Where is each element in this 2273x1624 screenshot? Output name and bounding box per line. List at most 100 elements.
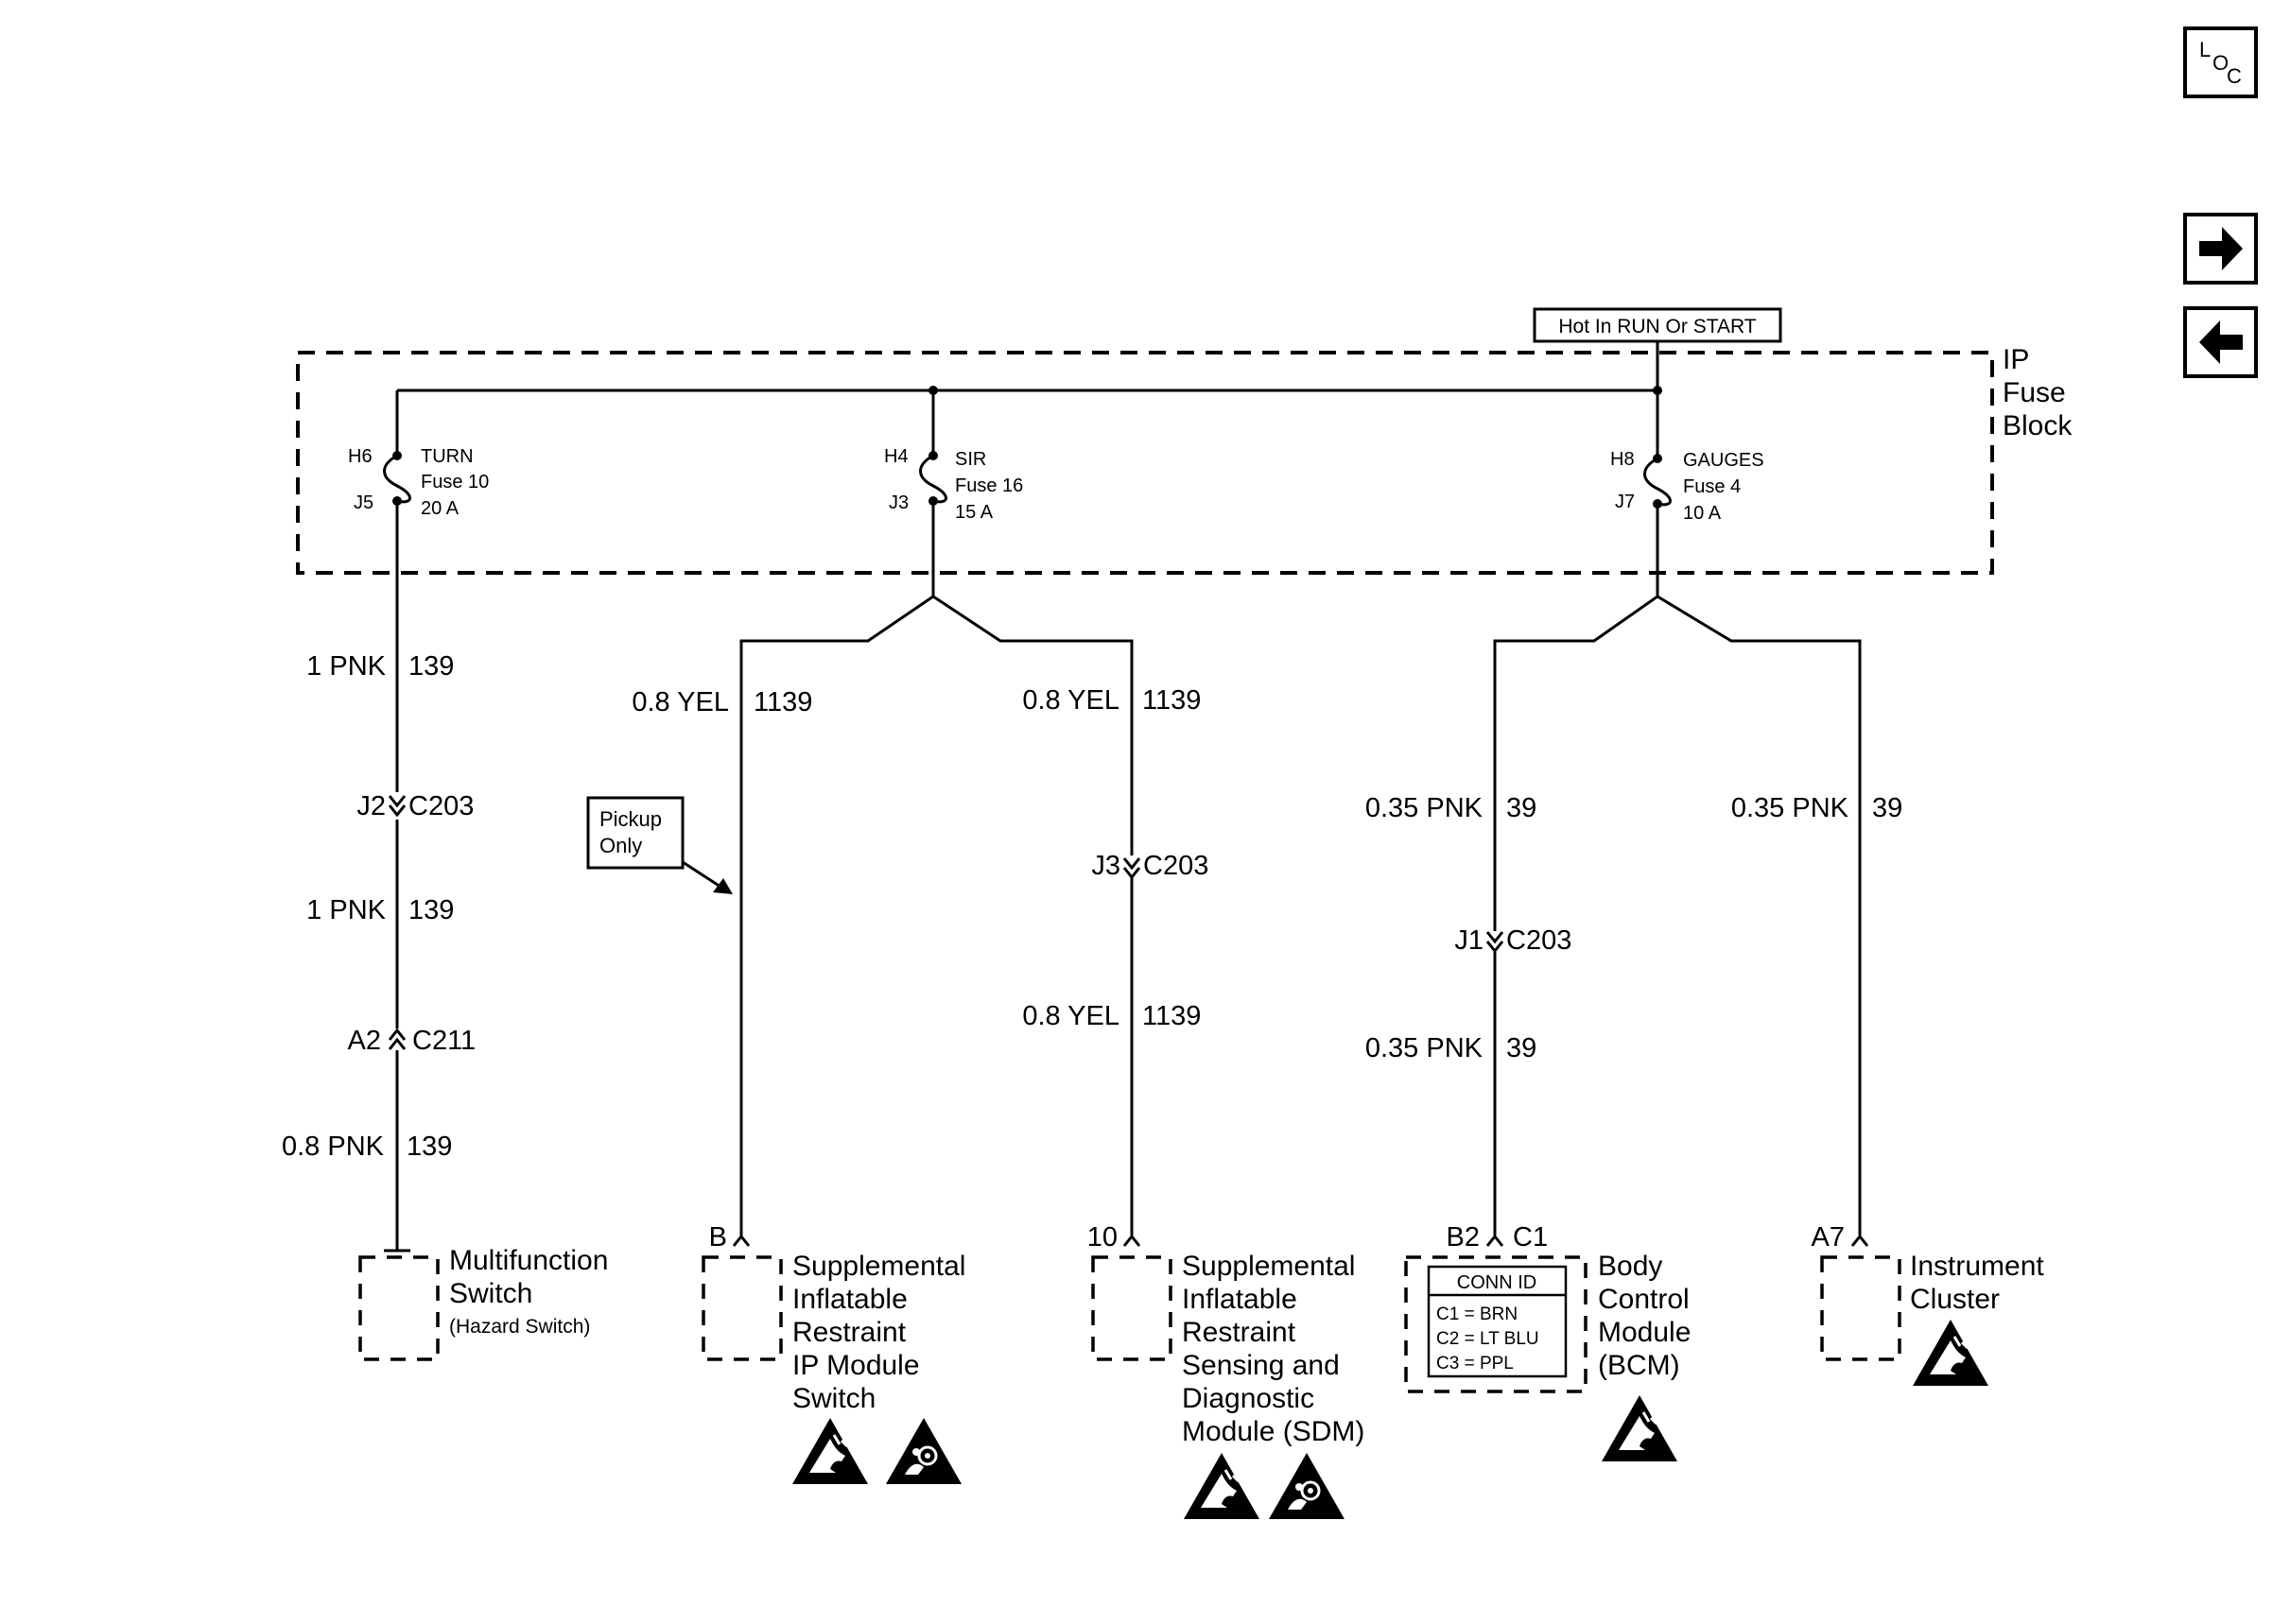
gauges-right-circuit: 0.35 PNK 39 A7 (1731, 793, 1902, 1253)
connector-symbol (1485, 931, 1504, 954)
esd-warning-icon (1182, 1451, 1261, 1521)
fuse-number: Fuse 16 (955, 475, 1023, 496)
component-name-line5: Diagnostic (1182, 1383, 1314, 1414)
component-name-line2: Control (1598, 1284, 1690, 1315)
connector-pin-label: A2 (348, 1026, 381, 1056)
connector-pin-label: J2 (356, 791, 386, 821)
connector-pin-label: J1 (1454, 925, 1484, 956)
sir-left-circuit: 0.8 YEL 1139 Pickup Only B (586, 687, 812, 1253)
fuse-bottom-pin: J7 (1615, 492, 1635, 512)
fuse-bottom-pin: J3 (889, 492, 909, 513)
arrow-right-icon (2199, 227, 2243, 270)
multifunction-switch: Multifunction Switch (Hazard Switch) (358, 1245, 608, 1361)
component-name-line1: Multifunction (449, 1245, 608, 1276)
circuit-number-label: 1139 (1142, 1001, 1201, 1031)
note-line1: Pickup (599, 807, 662, 831)
fuse-name: TURN (421, 446, 474, 467)
body-control-module: CONN ID C1 = BRN C2 = LT BLU C3 = PPL Bo… (1404, 1251, 1691, 1393)
sir-ip-module-switch: Supplemental Inflatable Restraint IP Mod… (702, 1251, 965, 1414)
turn-circuit: 1 PNK 139 J2 C203 1 PNK 139 A2 C211 0.8 … (282, 501, 476, 1253)
fuse-name: GAUGES (1683, 450, 1764, 471)
ip-fuse-block-outline (296, 351, 1994, 575)
circuit-number-label: 39 (1872, 793, 1902, 823)
wire-gauge-label: 0.8 YEL (1022, 1001, 1119, 1031)
terminal-pin-label: 10 (1087, 1222, 1118, 1253)
note-arrow-line (682, 860, 721, 889)
fuse-block-label-line2: Fuse (2003, 377, 2066, 408)
connector-id-label: C211 (412, 1026, 476, 1056)
airbag-warning-icon (884, 1416, 963, 1486)
loc-button[interactable]: L O C (2183, 26, 2258, 98)
gauges-left-circuit: 0.35 PNK 39 J1 C203 0.35 PNK 39 B2 C1 (1365, 793, 1571, 1253)
next-page-button[interactable] (2183, 213, 2258, 285)
wire-gauge-label: 0.8 YEL (1022, 685, 1119, 716)
circuit-number-label: 39 (1506, 1033, 1536, 1063)
component-name-line4: Sensing and (1182, 1350, 1340, 1381)
fuse-rating: 15 A (955, 502, 994, 523)
circuit-number-label: 1139 (754, 687, 812, 717)
component-name-line3: Restraint (792, 1317, 907, 1348)
power-source-text: Hot In RUN Or START (1558, 316, 1756, 337)
conn-id-row: C3 = PPL (1436, 1354, 1514, 1373)
loc-letter-l: L (2199, 38, 2211, 61)
terminal-connector-label: C1 (1513, 1222, 1548, 1253)
terminal-pin-label: B2 (1447, 1222, 1480, 1253)
component-name-line2: Cluster (1910, 1284, 2000, 1315)
terminal-symbol (1122, 1234, 1141, 1247)
component-name-line3: Restraint (1182, 1317, 1296, 1348)
connector-symbol (388, 1028, 407, 1050)
wire-gauge-label: 0.35 PNK (1365, 793, 1484, 823)
component-name-line2: Inflatable (1182, 1284, 1297, 1315)
airbag-warning-icon (1267, 1451, 1346, 1521)
fuse-turn: H6 J5 TURN Fuse 10 20 A (348, 390, 489, 519)
previous-page-button[interactable] (2183, 306, 2258, 378)
sir-right-wire (932, 595, 1134, 855)
esd-warning-icon (1911, 1318, 1990, 1388)
wire-gauge-label: 0.35 PNK (1731, 793, 1849, 823)
wire-gauge-label: 1 PNK (306, 651, 386, 682)
connector-id-label: C203 (1506, 925, 1571, 956)
instrument-cluster: Instrument Cluster (1820, 1251, 2044, 1361)
conn-id-table (1427, 1265, 1568, 1378)
fuse-top-pin: H8 (1610, 449, 1635, 470)
component-name-line6: Module (SDM) (1182, 1416, 1364, 1447)
wire-gauge-label: 0.8 PNK (282, 1132, 385, 1162)
connector-symbol (388, 795, 407, 818)
connector-id-label: C203 (1143, 851, 1208, 881)
component-name-line1: Supplemental (792, 1251, 965, 1282)
fuse-rating: 10 A (1683, 503, 1722, 524)
fuse-rating: 20 A (421, 498, 460, 519)
terminal-symbol (732, 1234, 751, 1247)
loc-letter-o: O (2212, 51, 2229, 75)
power-source-label: Hot In RUN Or START (1533, 307, 1782, 343)
gauges-left-wire (1493, 504, 1659, 931)
component-name-line5: Switch (792, 1383, 876, 1414)
sir-right-circuit: 0.8 YEL 1139 J3 C203 0.8 YEL 1139 10 (1022, 685, 1208, 1253)
fuse-name: SIR (955, 449, 986, 470)
esd-warning-icon (790, 1416, 870, 1486)
fuse-block-label-line1: IP (2003, 344, 2029, 375)
fuse-number: Fuse 10 (421, 472, 489, 492)
component-name-line1: Instrument (1910, 1251, 2044, 1282)
component-name-line1: Supplemental (1182, 1251, 1355, 1282)
connector-id-label: C203 (408, 791, 474, 821)
arrow-left-icon (2199, 320, 2243, 364)
conn-id-row: C1 = BRN (1436, 1304, 1518, 1324)
fuse-number: Fuse 4 (1683, 476, 1741, 497)
conn-id-title: CONN ID (1457, 1272, 1536, 1293)
circuit-number-label: 139 (407, 1132, 452, 1162)
component-name-line4: (BCM) (1598, 1350, 1680, 1381)
component-subtitle: (Hazard Switch) (449, 1316, 590, 1338)
fuse-top-pin: H4 (884, 446, 909, 467)
component-name-line4: IP Module (792, 1350, 920, 1381)
connector-pin-label: J3 (1091, 851, 1120, 881)
terminal-symbol (1485, 1234, 1504, 1247)
note-arrowhead (713, 878, 733, 894)
connector-symbol (1122, 857, 1141, 880)
wire-gauge-label: 1 PNK (306, 895, 386, 925)
pickup-only-note-box (586, 796, 685, 870)
fuse-top-pin: H6 (348, 446, 373, 467)
fuse-sir: H4 J3 SIR Fuse 16 15 A (884, 390, 1023, 523)
circuit-number-label: 1139 (1142, 685, 1201, 716)
sir-left-wire (739, 501, 935, 1235)
